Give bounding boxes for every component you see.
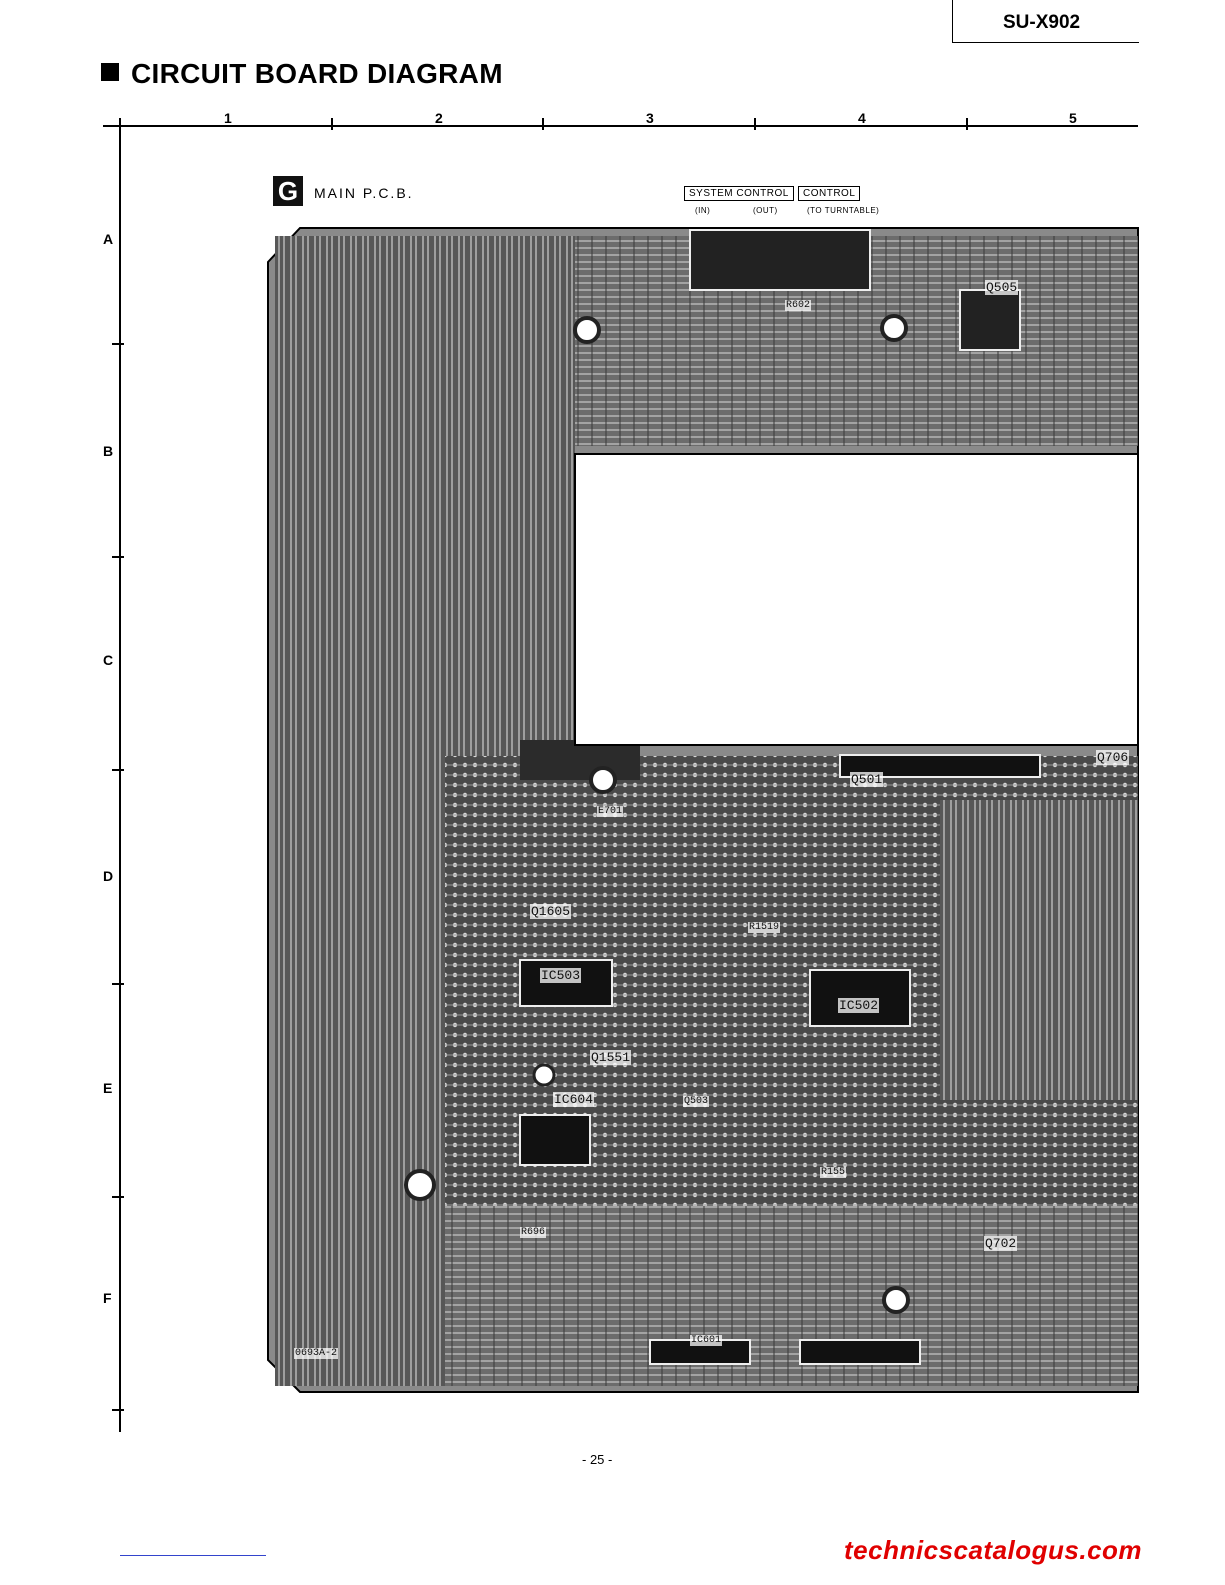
component-label: R696 — [520, 1227, 546, 1238]
component-label: R1519 — [748, 922, 780, 933]
row-label-d: D — [103, 868, 113, 884]
column-label-3: 3 — [646, 110, 654, 126]
component-label: Q503 — [683, 1096, 709, 1107]
site-watermark: technicscatalogus.com — [844, 1535, 1142, 1566]
row-label-c: C — [103, 652, 113, 668]
column-label-5: 5 — [1069, 110, 1077, 126]
column-label-2: 2 — [435, 110, 443, 126]
component-label: IC502 — [838, 998, 879, 1013]
component-label: Q702 — [984, 1236, 1017, 1251]
component-label: Q1605 — [530, 904, 571, 919]
row-label-f: F — [103, 1290, 112, 1306]
component-label: R155 — [820, 1167, 846, 1178]
component-label: R602 — [785, 300, 811, 311]
board-badge: G — [273, 176, 303, 206]
out-label: (OUT) — [753, 206, 778, 215]
footer-rule — [120, 1555, 266, 1556]
board-name: MAIN P.C.B. — [314, 185, 414, 201]
component-label: Q505 — [985, 280, 1018, 295]
component-label: IC604 — [553, 1092, 594, 1107]
row-label-e: E — [103, 1080, 112, 1096]
board-part-number: 0693A-2 — [294, 1348, 338, 1359]
column-label-4: 4 — [858, 110, 866, 126]
row-label-b: B — [103, 443, 113, 459]
in-label: (IN) — [695, 206, 710, 215]
page-number: - 25 - — [582, 1452, 612, 1467]
component-label: IC601 — [690, 1335, 722, 1346]
component-label: Q1551 — [590, 1050, 631, 1065]
row-label-a: A — [103, 231, 113, 247]
system-control-label: SYSTEM CONTROL — [684, 186, 794, 201]
component-label: Q501 — [850, 772, 883, 787]
pcb-cutout — [575, 454, 1138, 745]
control-label: CONTROL — [798, 186, 860, 201]
column-label-1: 1 — [224, 110, 232, 126]
component-label: IC503 — [540, 968, 581, 983]
component-label: Q706 — [1096, 750, 1129, 765]
turntable-label: (TO TURNTABLE) — [807, 206, 879, 215]
component-label: E701 — [597, 806, 623, 817]
